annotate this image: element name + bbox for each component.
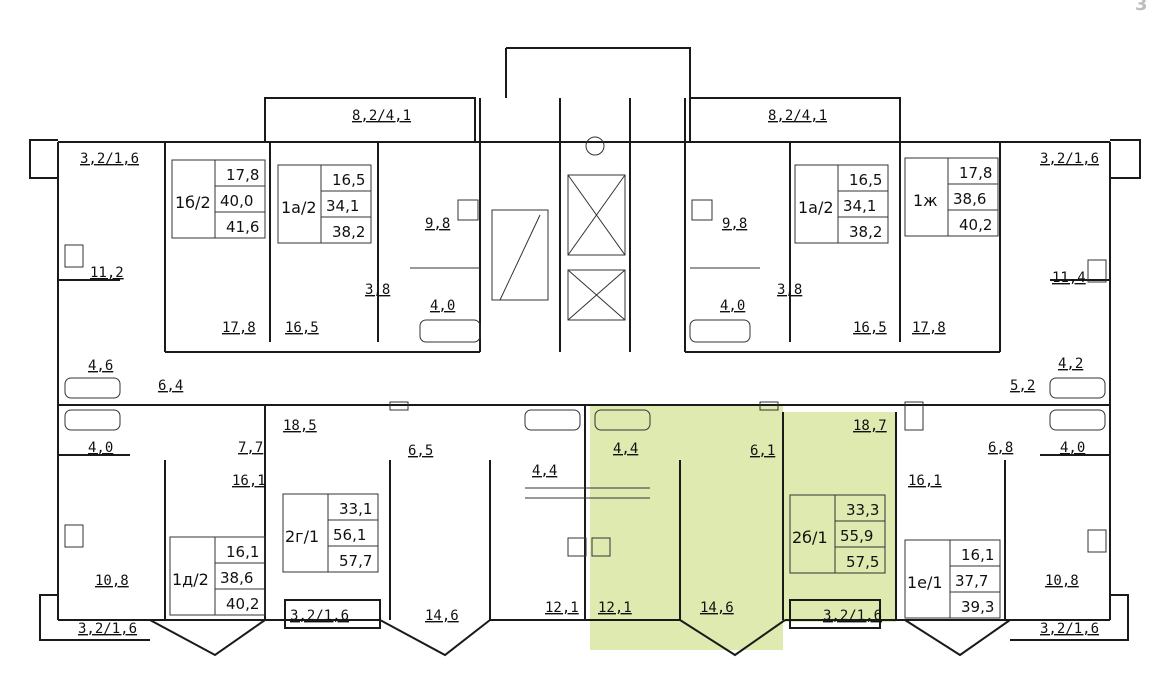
unit-code: 1а/2 xyxy=(281,198,317,217)
balcony-label: 8,2/4,1 xyxy=(768,108,827,124)
room-area: 4,6 xyxy=(88,358,113,374)
room-area: 11,4 xyxy=(1052,270,1086,286)
unit-box: 1ж 17,8 38,6 40,2 xyxy=(904,157,999,237)
unit-full-area: 39,3 xyxy=(961,598,994,616)
unit-full-area: 40,2 xyxy=(959,216,992,234)
unit-full-area: 40,2 xyxy=(226,595,259,613)
unit-living-area: 33,1 xyxy=(339,500,372,518)
room-area: 17,8 xyxy=(912,320,946,336)
balcony-label: 8,2/4,1 xyxy=(352,108,411,124)
highlight-area xyxy=(590,406,896,650)
room-area: 6,5 xyxy=(408,443,433,459)
unit-full-area: 57,7 xyxy=(339,552,372,570)
room-area: 17,8 xyxy=(222,320,256,336)
unit-living-area: 16,5 xyxy=(849,171,882,189)
unit-total-area: 38,6 xyxy=(220,569,253,587)
room-area: 5,2 xyxy=(1010,378,1035,394)
balcony-label: 3,2/1,6 xyxy=(80,151,139,167)
unit-box: 1а/2 16,5 34,1 38,2 xyxy=(277,164,372,244)
room-area: 7,7 xyxy=(238,440,263,456)
unit-total-area: 38,6 xyxy=(953,190,986,208)
room-area: 18,5 xyxy=(283,418,317,434)
room-area: 3,8 xyxy=(777,282,802,298)
room-area: 3,8 xyxy=(365,282,390,298)
unit-box: 2г/1 33,1 56,1 57,7 xyxy=(282,493,379,573)
unit-code: 1ж xyxy=(913,191,938,210)
room-area: 11,2 xyxy=(90,265,124,281)
balcony-label: 3,2/1,6 xyxy=(1040,151,1099,167)
unit-code: 1а/2 xyxy=(798,198,834,217)
room-area: 6,8 xyxy=(988,440,1013,456)
unit-box: 1а/2 16,5 34,1 38,2 xyxy=(794,164,889,244)
highlighted-apartment[interactable] xyxy=(590,406,896,650)
unit-box: 2б/1 33,3 55,9 57,5 xyxy=(789,494,886,574)
balcony-label: 3,2/1,6 xyxy=(290,608,349,624)
room-area: 4,0 xyxy=(720,298,745,314)
room-area: 9,8 xyxy=(722,216,747,232)
room-area: 4,0 xyxy=(430,298,455,314)
room-area: 14,6 xyxy=(425,608,459,624)
room-area: 4,0 xyxy=(88,440,113,456)
bathroom-fixtures xyxy=(64,199,1107,557)
unit-full-area: 38,2 xyxy=(849,223,882,241)
unit-code: 2г/1 xyxy=(285,527,319,546)
unit-code: 1е/1 xyxy=(907,573,943,592)
room-area: 16,5 xyxy=(853,320,887,336)
unit-full-area: 57,5 xyxy=(846,553,879,571)
room-area: 16,1 xyxy=(908,473,942,489)
room-area: 6,1 xyxy=(750,443,775,459)
unit-box: 1б/2 17,8 40,0 41,6 xyxy=(171,159,266,239)
unit-living-area: 16,1 xyxy=(961,546,994,564)
balcony-label: 3,2/1,6 xyxy=(1040,621,1099,637)
unit-full-area: 38,2 xyxy=(332,223,365,241)
balcony-label: 3,2/1,6 xyxy=(78,621,137,637)
room-area: 6,4 xyxy=(158,378,183,394)
room-area: 4,4 xyxy=(613,441,638,457)
corridor xyxy=(58,351,1110,406)
unit-living-area: 17,8 xyxy=(959,164,992,182)
balcony-labels: 8,2/4,1 8,2/4,1 3,2/1,6 3,2/1,6 3,2/1,6 … xyxy=(78,108,1099,637)
room-area: 12,1 xyxy=(545,600,579,616)
interior-walls xyxy=(58,98,1110,620)
unit-code: 2б/1 xyxy=(792,528,828,547)
unit-total-area: 34,1 xyxy=(843,197,876,215)
unit-summary-boxes: 1б/2 17,8 40,0 41,6 1а/2 16,5 34,1 38,2 … xyxy=(169,157,1001,619)
room-area: 10,8 xyxy=(1045,573,1079,589)
room-labels: 11,2 4,6 6,4 17,8 16,5 9,8 3,8 4,0 9,8 4… xyxy=(88,216,1086,624)
room-area: 16,5 xyxy=(285,320,319,336)
unit-living-area: 17,8 xyxy=(226,166,259,184)
balcony-label: 3,2/1,6 xyxy=(823,608,882,624)
room-area: 4,2 xyxy=(1058,356,1083,372)
room-area: 4,4 xyxy=(532,463,557,479)
unit-box: 1д/2 16,1 38,6 40,2 xyxy=(169,536,266,616)
unit-total-area: 55,9 xyxy=(840,527,873,545)
unit-living-area: 16,5 xyxy=(332,171,365,189)
unit-code: 1б/2 xyxy=(175,193,211,212)
corner-number: 3 xyxy=(1135,0,1148,15)
room-area: 9,8 xyxy=(425,216,450,232)
unit-total-area: 37,7 xyxy=(955,572,988,590)
unit-total-area: 56,1 xyxy=(333,526,366,544)
unit-full-area: 41,6 xyxy=(226,218,259,236)
unit-living-area: 33,3 xyxy=(846,501,879,519)
room-area: 14,6 xyxy=(700,600,734,616)
room-area: 4,0 xyxy=(1060,440,1085,456)
unit-total-area: 40,0 xyxy=(220,192,253,210)
room-area: 18,7 xyxy=(853,418,887,434)
room-area: 12,1 xyxy=(598,600,632,616)
room-area: 10,8 xyxy=(95,573,129,589)
unit-box: 1е/1 16,1 37,7 39,3 xyxy=(904,539,1001,619)
room-area: 16,1 xyxy=(232,473,266,489)
unit-total-area: 34,1 xyxy=(326,197,359,215)
unit-code: 1д/2 xyxy=(172,570,209,589)
unit-living-area: 16,1 xyxy=(226,543,259,561)
